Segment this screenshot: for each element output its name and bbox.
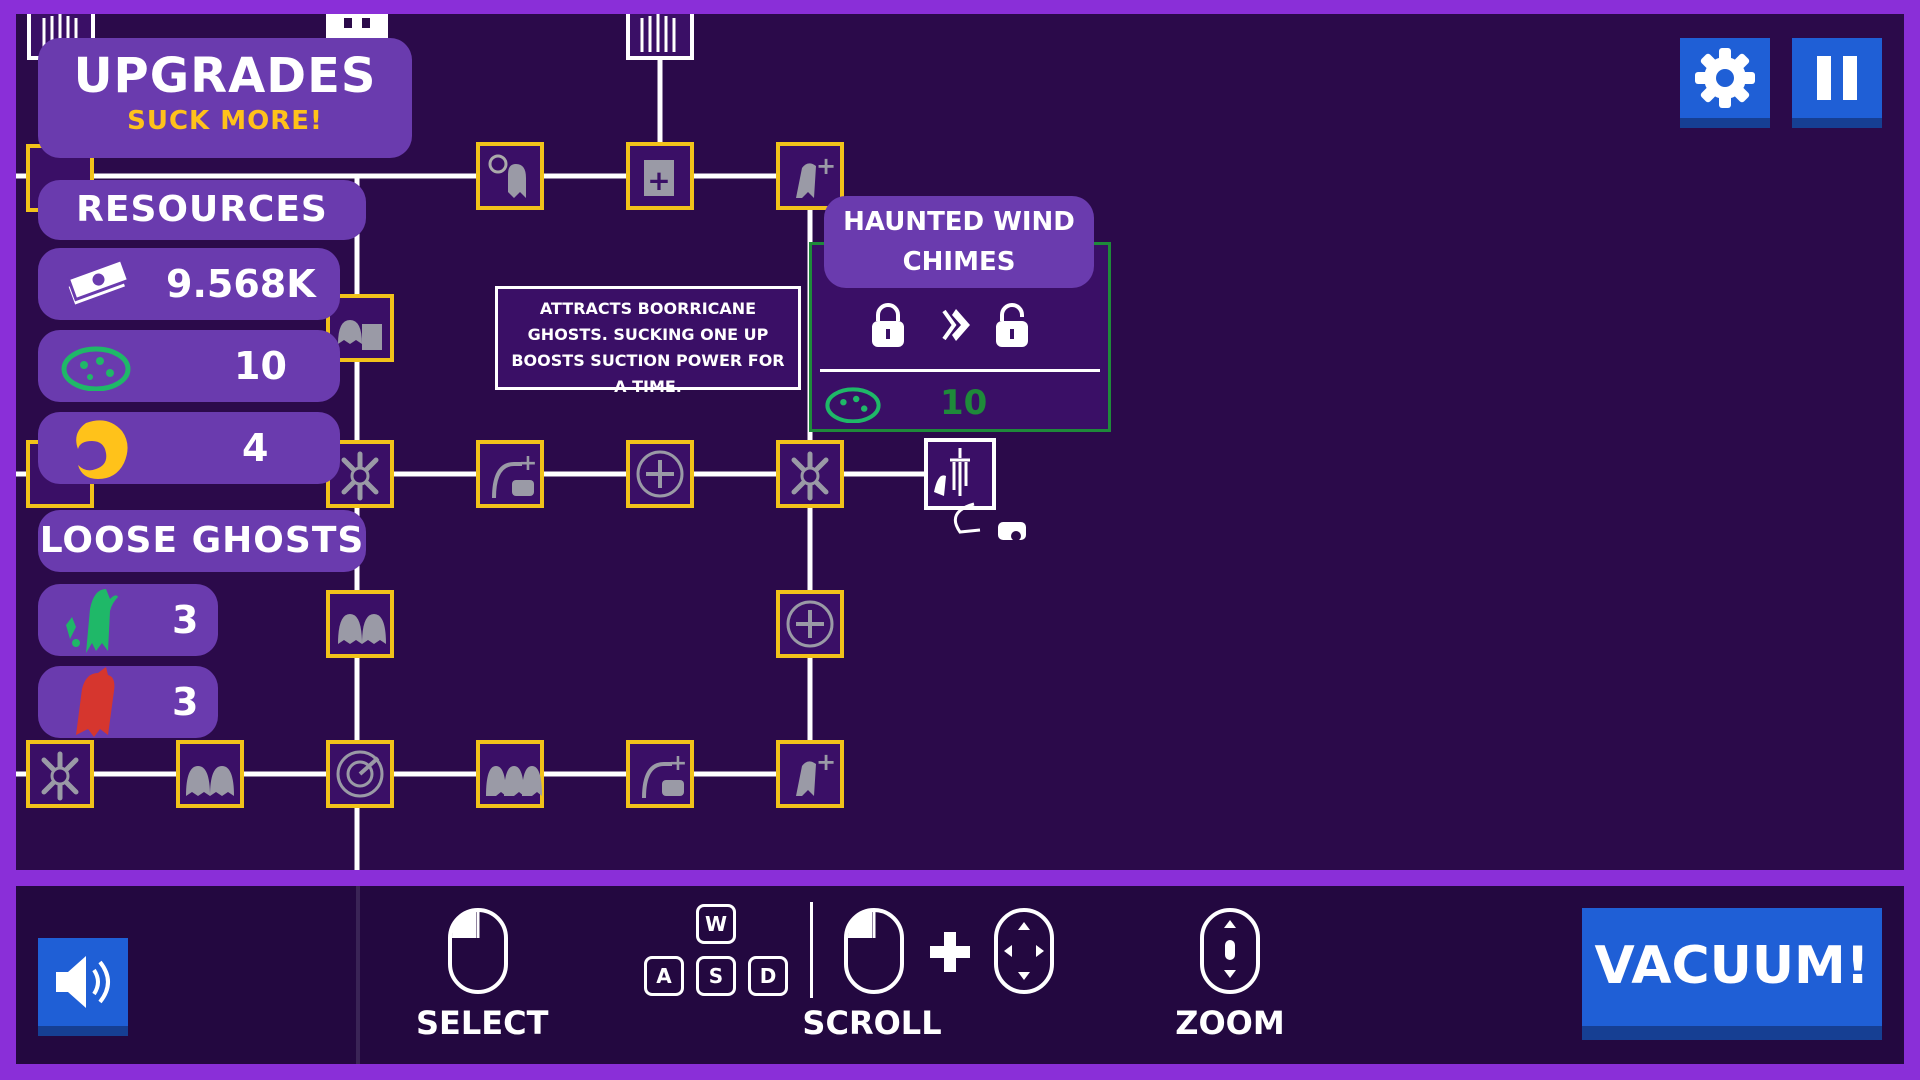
- node-vacuum-plus-2[interactable]: +: [626, 740, 694, 808]
- gear-icon: [1695, 48, 1755, 108]
- node-radar[interactable]: [326, 740, 394, 808]
- node-splat-plus[interactable]: [326, 440, 394, 508]
- scroll-divider: [810, 902, 813, 998]
- upgrade-tooltip: ATTRACTS BOORRICANE GHOSTS. SUCKING ONE …: [495, 286, 801, 396]
- loose-ghosts-heading-label: LOOSE GHOSTS: [39, 520, 365, 561]
- svg-text:+: +: [669, 751, 687, 776]
- node-speed-ghost[interactable]: [476, 142, 544, 210]
- node-ghost-squad[interactable]: [476, 740, 544, 808]
- cost-ecto-brain-icon: [825, 387, 881, 423]
- select-label: SELECT: [416, 1004, 549, 1042]
- move-arrows-icon: [994, 908, 1054, 994]
- resources-heading-label: RESOURCES: [76, 189, 328, 230]
- sound-button[interactable]: [38, 938, 128, 1036]
- resources-heading: RESOURCES: [38, 180, 366, 240]
- unlock-icon: [996, 303, 1028, 347]
- resource-money: 9.568K: [38, 248, 340, 320]
- chevron-arrow-icon: [942, 309, 970, 341]
- money-stack-icon: [64, 257, 131, 309]
- detail-divider: [820, 369, 1100, 372]
- svg-text:+: +: [647, 164, 670, 197]
- pause-button[interactable]: [1792, 38, 1882, 128]
- fire-swirl-icon: [76, 420, 128, 479]
- node-ghosts-plus[interactable]: [176, 740, 244, 808]
- vacuum-button[interactable]: VACUUM!: [1582, 908, 1882, 1040]
- loose-ghosts-heading: LOOSE GHOSTS: [38, 510, 366, 572]
- upgrades-subtitle: SUCK MORE!: [127, 106, 323, 136]
- mouse-left-click-icon: [448, 908, 508, 994]
- red-ghost-icon: [76, 667, 115, 737]
- tooltip-text: ATTRACTS BOORRICANE GHOSTS. SUCKING ONE …: [511, 299, 785, 396]
- upgrades-header: UPGRADES SUCK MORE!: [38, 38, 412, 158]
- vacuum-cursor-icon: [953, 502, 1026, 541]
- green-ghost-icon: [66, 589, 118, 653]
- key-w: W: [696, 904, 736, 944]
- svg-text:+: +: [519, 451, 537, 476]
- pause-icon: [1817, 56, 1857, 100]
- money-value: 9.568K: [166, 262, 316, 306]
- loose-ghost-green: 3: [38, 584, 218, 656]
- scroll-label: SCROLL: [802, 1004, 942, 1042]
- controls-bar: SELECT W A S D SCROLL ZOOM VACUUM!: [16, 886, 1904, 1064]
- gate-top-mid[interactable]: [626, 14, 694, 60]
- zoom-label: ZOOM: [1175, 1004, 1285, 1042]
- node-vacuum-plus[interactable]: +: [476, 440, 544, 508]
- node-move-plus-2[interactable]: [776, 590, 844, 658]
- red-ghost-count: 3: [172, 680, 199, 724]
- ecto-value: 10: [234, 344, 287, 388]
- node-splat-plus-3[interactable]: [26, 740, 94, 808]
- upgrade-tree: ☁ + +: [16, 14, 1026, 870]
- key-d: D: [748, 956, 788, 996]
- detail-title-box: HAUNTED WIND CHIMES: [824, 196, 1094, 288]
- node-move-plus[interactable]: [626, 440, 694, 508]
- lock-icon: [872, 303, 904, 347]
- mouse-drag-icon: [844, 908, 904, 994]
- game-area: ☁ + +: [16, 14, 1904, 870]
- node-wind-chimes[interactable]: [924, 438, 996, 510]
- resource-ecto: 10: [38, 330, 340, 402]
- loose-ghost-red: 3: [38, 666, 218, 738]
- mouse-wheel-icon: [1200, 908, 1260, 994]
- upgrades-title: UPGRADES: [73, 48, 377, 104]
- detail-unlock-row: [812, 295, 1108, 355]
- key-s: S: [696, 956, 736, 996]
- node-splat-plus-2[interactable]: [776, 440, 844, 508]
- plus-icon: [930, 932, 970, 972]
- node-ghosts-pair[interactable]: [326, 590, 394, 658]
- fire-value: 4: [242, 426, 269, 470]
- svg-text:+: +: [816, 748, 836, 776]
- green-ghost-count: 3: [172, 598, 199, 642]
- detail-title: HAUNTED WIND CHIMES: [843, 207, 1075, 277]
- settings-button[interactable]: [1680, 38, 1770, 128]
- speaker-icon: [56, 956, 110, 1008]
- svg-text:+: +: [816, 152, 836, 180]
- ecto-brain-icon: [61, 346, 131, 391]
- resource-fire: 4: [38, 412, 340, 484]
- node-ghost-plus[interactable]: +: [776, 142, 844, 210]
- node-card-plus[interactable]: +: [626, 142, 694, 210]
- key-a: A: [644, 956, 684, 996]
- node-ghost-plus-2[interactable]: +: [776, 740, 844, 808]
- detail-cost: 10: [940, 383, 988, 423]
- bar-divider: [356, 886, 360, 1064]
